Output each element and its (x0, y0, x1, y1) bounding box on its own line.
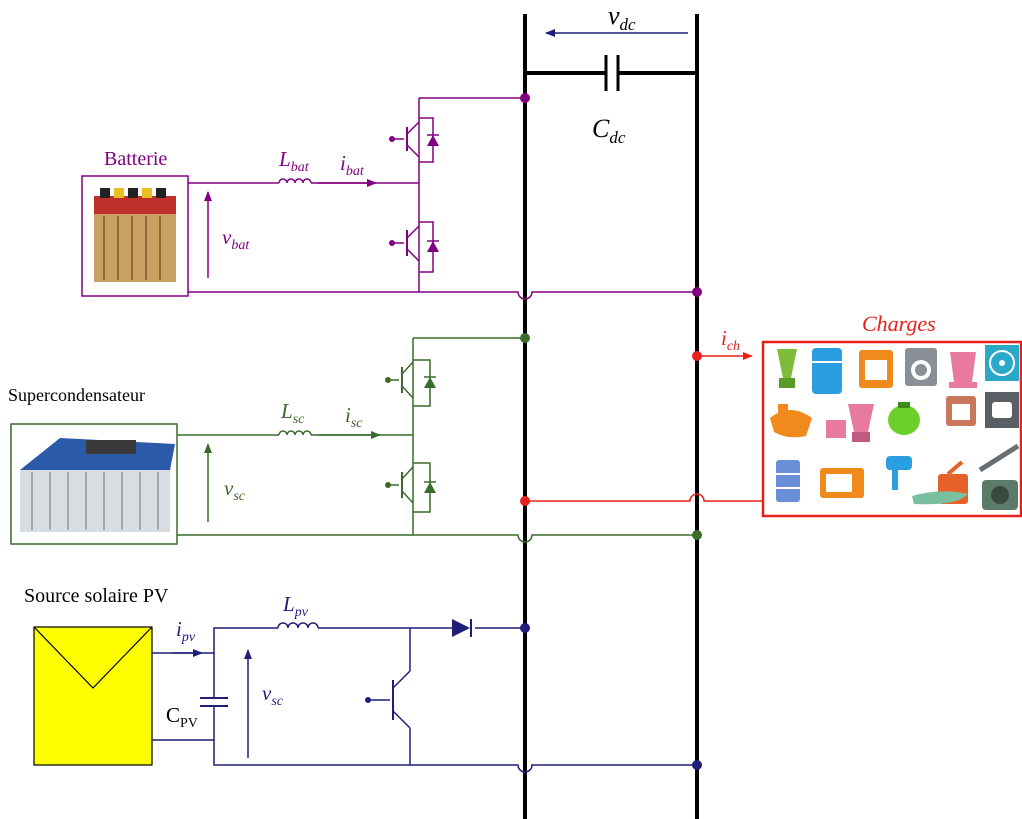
battery-title: Batterie (104, 148, 167, 170)
cdc-label: Cdc (592, 114, 626, 147)
vdc-label: vdc (608, 1, 636, 34)
pv-boost-transistor (365, 628, 411, 765)
toaster-icon (946, 396, 976, 426)
lbat-label: Lbat (278, 147, 310, 175)
blender-icon (777, 349, 797, 388)
load-title: Charges (862, 311, 936, 336)
juicer-icon (888, 402, 920, 435)
lsc-label: Lsc (280, 399, 305, 427)
supercap-upper-igbt (385, 359, 436, 407)
battery-node-bottom (692, 287, 702, 297)
washing-machine-icon (905, 348, 937, 386)
dc-bus-capacitor (525, 55, 697, 91)
load-node-bottom (520, 496, 530, 506)
meat-grinder-icon (770, 404, 812, 438)
electric-motor-icon (982, 480, 1018, 510)
battery-inductor (278, 178, 312, 184)
hand-mixer-icon (886, 456, 912, 490)
battery-branch: Batterie (81, 93, 702, 300)
pv-node-top (520, 623, 530, 633)
supercap-inductor (278, 430, 312, 436)
battery-image (94, 188, 176, 282)
supercap-bottom-wire (177, 534, 697, 543)
fan-icon (985, 345, 1019, 381)
steamer-icon (776, 460, 800, 502)
ibat-label: ibat (340, 151, 365, 179)
supercap-node-bottom (692, 530, 702, 540)
pv-top-wire (152, 627, 525, 654)
supercap-node-top (520, 333, 530, 343)
vbat-label: vbat (222, 225, 250, 253)
isc-label: isc (345, 403, 363, 431)
dc-bus: vdc Cdc (523, 1, 699, 819)
battery-lower-igbt (389, 221, 439, 273)
vsc-pv-label: vsc (262, 681, 284, 709)
battery-bottom-wire (188, 291, 697, 300)
battery-node-top (520, 93, 530, 103)
food-processor-icon (826, 404, 874, 442)
ipv-label: ipv (176, 617, 196, 645)
pv-inductor (277, 622, 319, 629)
pv-diode (452, 619, 472, 637)
microwave-icon (820, 468, 864, 498)
pv-capacitor (200, 653, 228, 740)
oven-icon (859, 350, 893, 388)
lpv-label: Lpv (282, 592, 309, 620)
pv-title: Source solaire PV (24, 585, 169, 607)
appliance-icons (770, 345, 1020, 510)
ich-label: ich (721, 326, 740, 354)
cpv-label: CPV (166, 703, 198, 731)
pv-bottom-wire (152, 739, 697, 773)
load-node-top (692, 351, 702, 361)
supercap-title: Supercondensateur (8, 385, 145, 405)
actuator-icon (978, 443, 1020, 473)
motor-icon (985, 392, 1019, 428)
supercap-image (20, 438, 175, 532)
pv-panel (33, 626, 153, 766)
supercap-branch: Supercondensateur (8, 333, 702, 545)
kettle-icon (949, 352, 977, 388)
pv-node-bottom (692, 760, 702, 770)
iron-icon (912, 491, 968, 505)
supercap-lower-igbt (385, 462, 436, 513)
load-return-wire (525, 493, 762, 502)
vsc-label: vsc (224, 476, 246, 504)
battery-leg (418, 97, 525, 292)
pv-branch: Source solaire PV L (24, 585, 702, 773)
battery-upper-igbt (389, 117, 439, 163)
fridge-icon (812, 348, 842, 394)
